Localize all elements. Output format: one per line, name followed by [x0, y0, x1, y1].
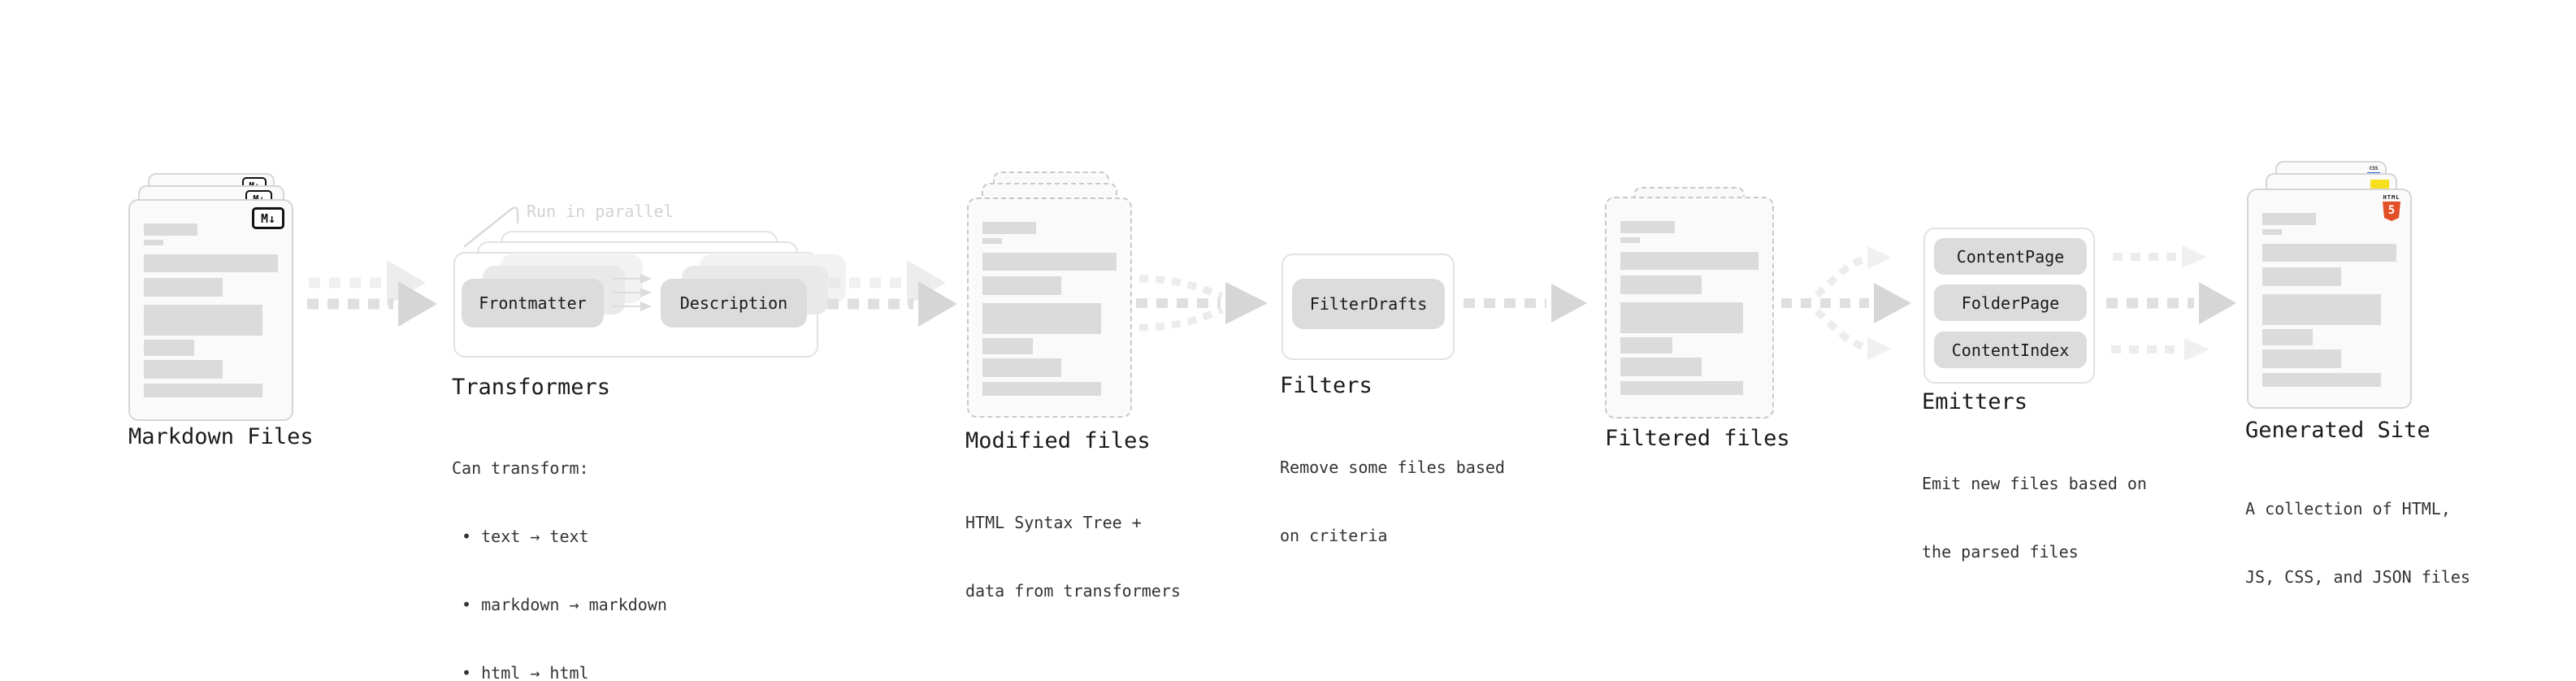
node-caption: Emit new files based on the parsed files [1922, 474, 2147, 562]
placeholder-bar [1620, 302, 1743, 333]
placeholder-bar [144, 254, 278, 272]
placeholder-bar [2262, 213, 2316, 225]
placeholder-bar [982, 358, 1062, 377]
placeholder-bar [144, 305, 263, 336]
arrow-modified-to-filters [1136, 275, 1268, 332]
placeholder-bar [2262, 373, 2382, 387]
placeholder-bar [982, 222, 1036, 234]
arrow-emitters-to-generated [2106, 245, 2236, 361]
placeholder-bar [982, 382, 1102, 396]
arrow-markdown-to-transformers [307, 260, 437, 327]
parallel-mini-arrows [613, 274, 652, 311]
placeholder-bar [982, 238, 1002, 244]
node-caption: A collection of HTML, JS, CSS, and JSON … [2245, 499, 2470, 587]
document-card: M↓ [128, 199, 293, 421]
node-title: Transformers [452, 375, 611, 400]
doc-placeholder-lines [1607, 198, 1772, 417]
arrow-transformers-to-modified [827, 260, 957, 327]
placeholder-bar [2262, 329, 2314, 345]
node-caption: Can transform: • text → text • markdown … [452, 458, 667, 681]
placeholder-bar [2262, 267, 2342, 286]
emitter-pill-contentindex: ContentIndex [1934, 332, 2087, 368]
placeholder-bar [1620, 381, 1743, 395]
emitter-pill-contentpage: ContentPage [1934, 238, 2087, 275]
placeholder-bar [1620, 221, 1676, 233]
arrow-filters-to-filtered [1464, 284, 1587, 323]
transformer-pill-frontmatter: Frontmatter [462, 279, 604, 327]
placeholder-bar [1620, 252, 1759, 270]
run-in-parallel-annotation: Run in parallel [527, 202, 674, 221]
placeholder-bar [982, 253, 1117, 271]
doc-placeholder-lines [2249, 190, 2410, 407]
document-card: HTML 5 [2247, 189, 2412, 409]
filter-pill-filterdrafts: FilterDrafts [1292, 279, 1445, 329]
placeholder-bar [1620, 358, 1702, 376]
placeholder-bar [144, 340, 195, 356]
node-caption: HTML Syntax Tree + data from transformer… [965, 513, 1181, 601]
placeholder-bar [2262, 244, 2396, 262]
placeholder-bar [982, 303, 1102, 334]
placeholder-bar [982, 338, 1034, 354]
placeholder-bar [144, 278, 223, 297]
document-card [1605, 197, 1774, 419]
node-title: Modified files [965, 428, 1151, 453]
placeholder-bar [2262, 229, 2282, 235]
doc-placeholder-lines [130, 201, 292, 419]
doc-placeholder-lines [969, 199, 1130, 416]
placeholder-bar [982, 276, 1062, 295]
placeholder-bar [1620, 275, 1702, 294]
markdown-icon: M↓ [252, 207, 284, 229]
placeholder-bar [144, 223, 197, 236]
transformer-pill-description: Description [661, 279, 807, 327]
placeholder-bar [2262, 294, 2382, 325]
placeholder-bar [144, 384, 263, 397]
html5-icon: HTML 5 [2382, 194, 2401, 221]
placeholder-bar [1620, 237, 1641, 243]
placeholder-bar [144, 360, 223, 379]
node-title: Markdown Files [128, 424, 314, 449]
document-card [967, 197, 1132, 418]
node-title: Filtered files [1605, 426, 1790, 451]
placeholder-bar [2262, 349, 2342, 368]
annotation-callout-line [463, 206, 519, 248]
node-title: Generated Site [2245, 418, 2431, 443]
placeholder-bar [1620, 337, 1672, 354]
arrow-filtered-to-emitters [1781, 246, 1911, 360]
emitter-pill-folderpage: FolderPage [1934, 284, 2087, 321]
placeholder-bar [144, 240, 163, 245]
node-title: Emitters [1922, 389, 2028, 414]
javascript-icon [2370, 180, 2389, 189]
node-title: Filters [1280, 373, 1373, 398]
node-caption: Remove some files based on criteria [1280, 458, 1505, 545]
